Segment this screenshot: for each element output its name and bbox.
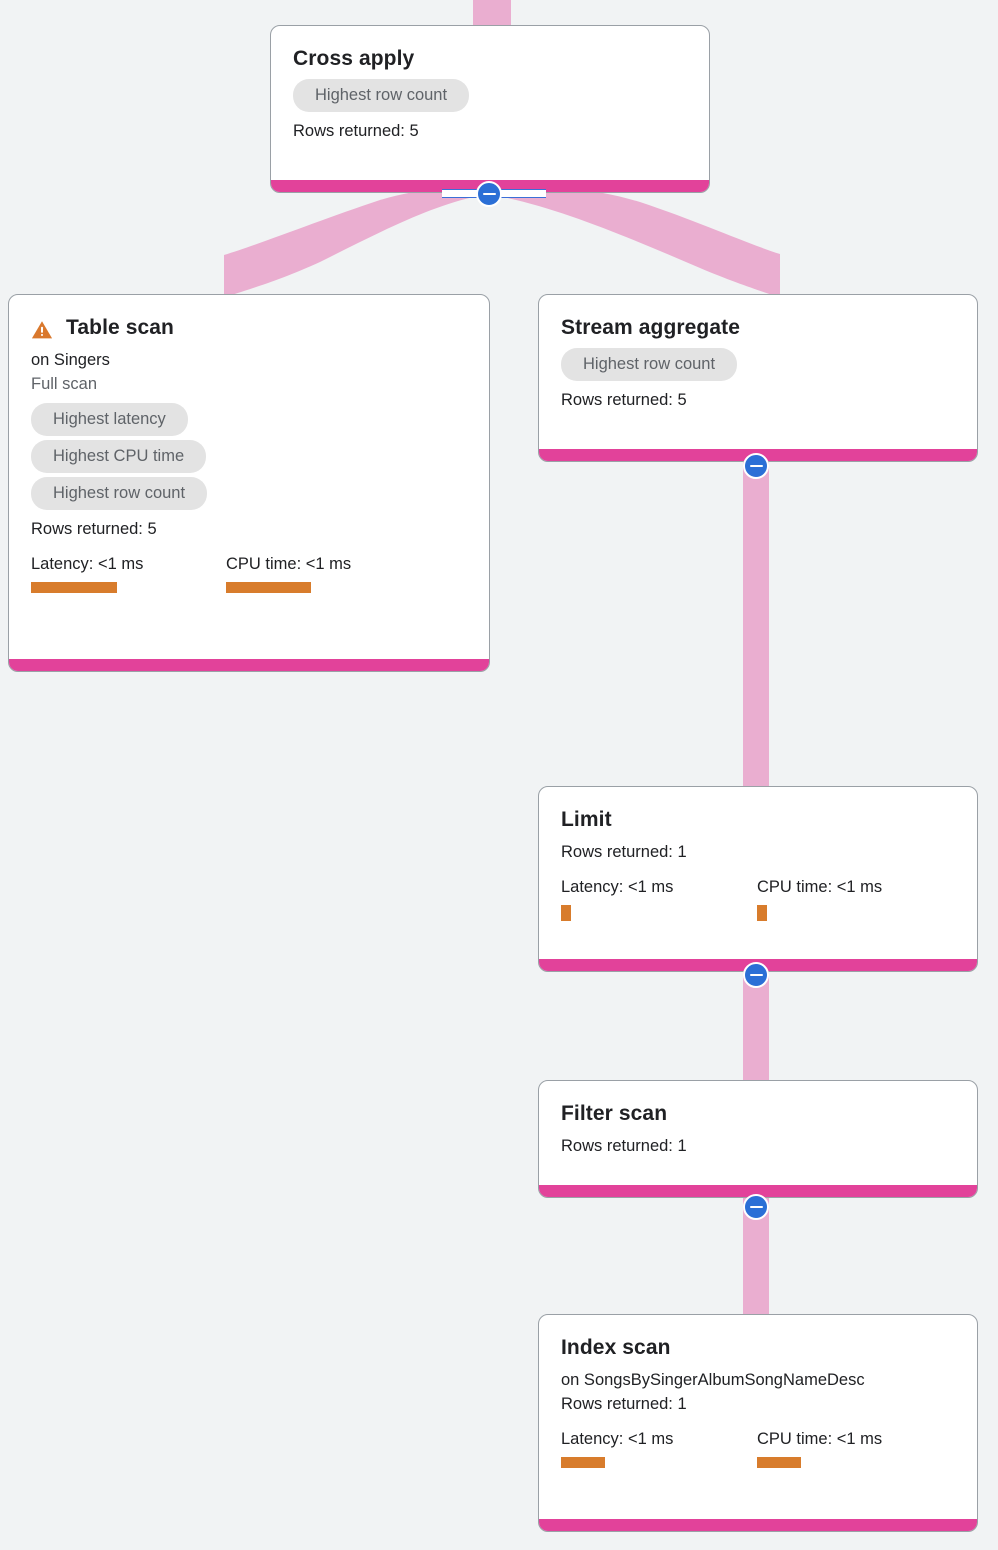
metric-latency-label: Latency: <1 ms [561,1430,674,1448]
node-rows-returned: Rows returned: 5 [293,122,419,140]
node-title-row: Stream aggregate [561,315,955,341]
metric-latency-label: Latency: <1 ms [31,555,144,573]
node-title: Cross apply [293,47,415,70]
node-body: Limit Rows returned: 1 Latency: <1 ms CP… [539,787,977,959]
metric-cpu-time: CPU time: <1 ms [757,877,882,921]
collapse-toggle-cross-apply[interactable] [476,181,502,207]
minus-icon [749,464,763,468]
node-scan-type: Full scan [31,375,98,393]
node-rows-returned: Rows returned: 5 [561,391,687,409]
node-chip-list: Highest latency Highest CPU time Highest… [31,403,467,510]
plan-node-filter-scan[interactable]: Filter scan Rows returned: 1 [538,1080,978,1198]
metric-latency-bar [561,1457,605,1468]
metric-latency-bar [31,582,117,593]
edge-cross-apply-to-stream-aggregate [498,185,780,298]
node-rows-returned: Rows returned: 1 [561,1395,687,1413]
node-accent-bar [539,1185,977,1197]
plan-node-limit[interactable]: Limit Rows returned: 1 Latency: <1 ms CP… [538,786,978,972]
metric-latency: Latency: <1 ms [561,1429,757,1468]
metric-cpu-time-label: CPU time: <1 ms [226,555,352,573]
metric-latency: Latency: <1 ms [31,554,226,593]
chip-highest-cpu-time: Highest CPU time [31,440,207,473]
minus-icon [749,1205,763,1209]
metric-cpu-time-label: CPU time: <1 ms [757,878,883,896]
metric-latency: Latency: <1 ms [561,877,757,921]
warning-icon [31,321,53,339]
node-subtitle: on SongsBySingerAlbumSongNameDesc [561,1371,865,1389]
metric-cpu-time-bar [757,905,767,921]
chip-highest-row-count: Highest row count [31,477,208,510]
node-title: Limit [561,808,612,831]
minus-icon [749,973,763,977]
node-subtitle: on Singers [31,351,110,369]
metric-cpu-time: CPU time: <1 ms [757,1429,882,1468]
node-title: Stream aggregate [561,316,741,339]
metric-cpu-time: CPU time: <1 ms [226,554,351,593]
plan-node-cross-apply[interactable]: Cross apply Highest row count Rows retur… [270,25,710,193]
node-title-row: Filter scan [561,1101,955,1127]
minus-icon [482,192,496,196]
node-rows-returned: Rows returned: 1 [561,843,687,861]
node-body: Filter scan Rows returned: 1 [539,1081,977,1185]
node-body: Index scan on SongsBySingerAlbumSongName… [539,1315,977,1519]
metric-cpu-time-bar [226,582,311,593]
collapse-toggle-filter-scan[interactable] [743,1194,769,1220]
node-title: Filter scan [561,1102,668,1125]
node-chip-list: Highest row count [293,79,687,112]
node-title: Index scan [561,1336,671,1359]
plan-node-index-scan[interactable]: Index scan on SongsBySingerAlbumSongName… [538,1314,978,1532]
node-metrics: Latency: <1 ms CPU time: <1 ms [561,877,955,921]
node-body: Cross apply Highest row count Rows retur… [271,26,709,180]
node-title-row: Table scan [31,315,467,341]
chip-highest-row-count: Highest row count [561,348,738,381]
node-title-row: Limit [561,807,955,833]
node-title-row: Cross apply [293,46,687,72]
edge-stream-aggregate-to-limit [743,462,769,792]
collapse-toggle-limit[interactable] [743,962,769,988]
chip-highest-latency: Highest latency [31,403,188,436]
toggle-rail-right [500,189,546,198]
node-metrics: Latency: <1 ms CPU time: <1 ms [31,554,467,593]
node-accent-bar [9,659,489,671]
edge-cross-apply-to-table-scan [224,186,478,298]
metric-latency-label: Latency: <1 ms [561,878,674,896]
node-rows-returned: Rows returned: 1 [561,1137,687,1155]
node-title: Table scan [66,316,174,339]
metric-latency-bar [561,905,571,921]
node-chip-list: Highest row count [561,348,955,381]
node-body: Table scan on Singers Full scan Highest … [9,295,489,659]
node-metrics: Latency: <1 ms CPU time: <1 ms [561,1429,955,1468]
metric-cpu-time-bar [757,1457,801,1468]
node-title-row: Index scan [561,1335,955,1361]
plan-node-table-scan[interactable]: Table scan on Singers Full scan Highest … [8,294,490,672]
plan-node-stream-aggregate[interactable]: Stream aggregate Highest row count Rows … [538,294,978,462]
chip-highest-row-count: Highest row count [293,79,470,112]
collapse-toggle-stream-aggregate[interactable] [743,453,769,479]
node-body: Stream aggregate Highest row count Rows … [539,295,977,449]
node-rows-returned: Rows returned: 5 [31,520,157,538]
node-accent-bar [539,1519,977,1531]
metric-cpu-time-label: CPU time: <1 ms [757,1430,883,1448]
